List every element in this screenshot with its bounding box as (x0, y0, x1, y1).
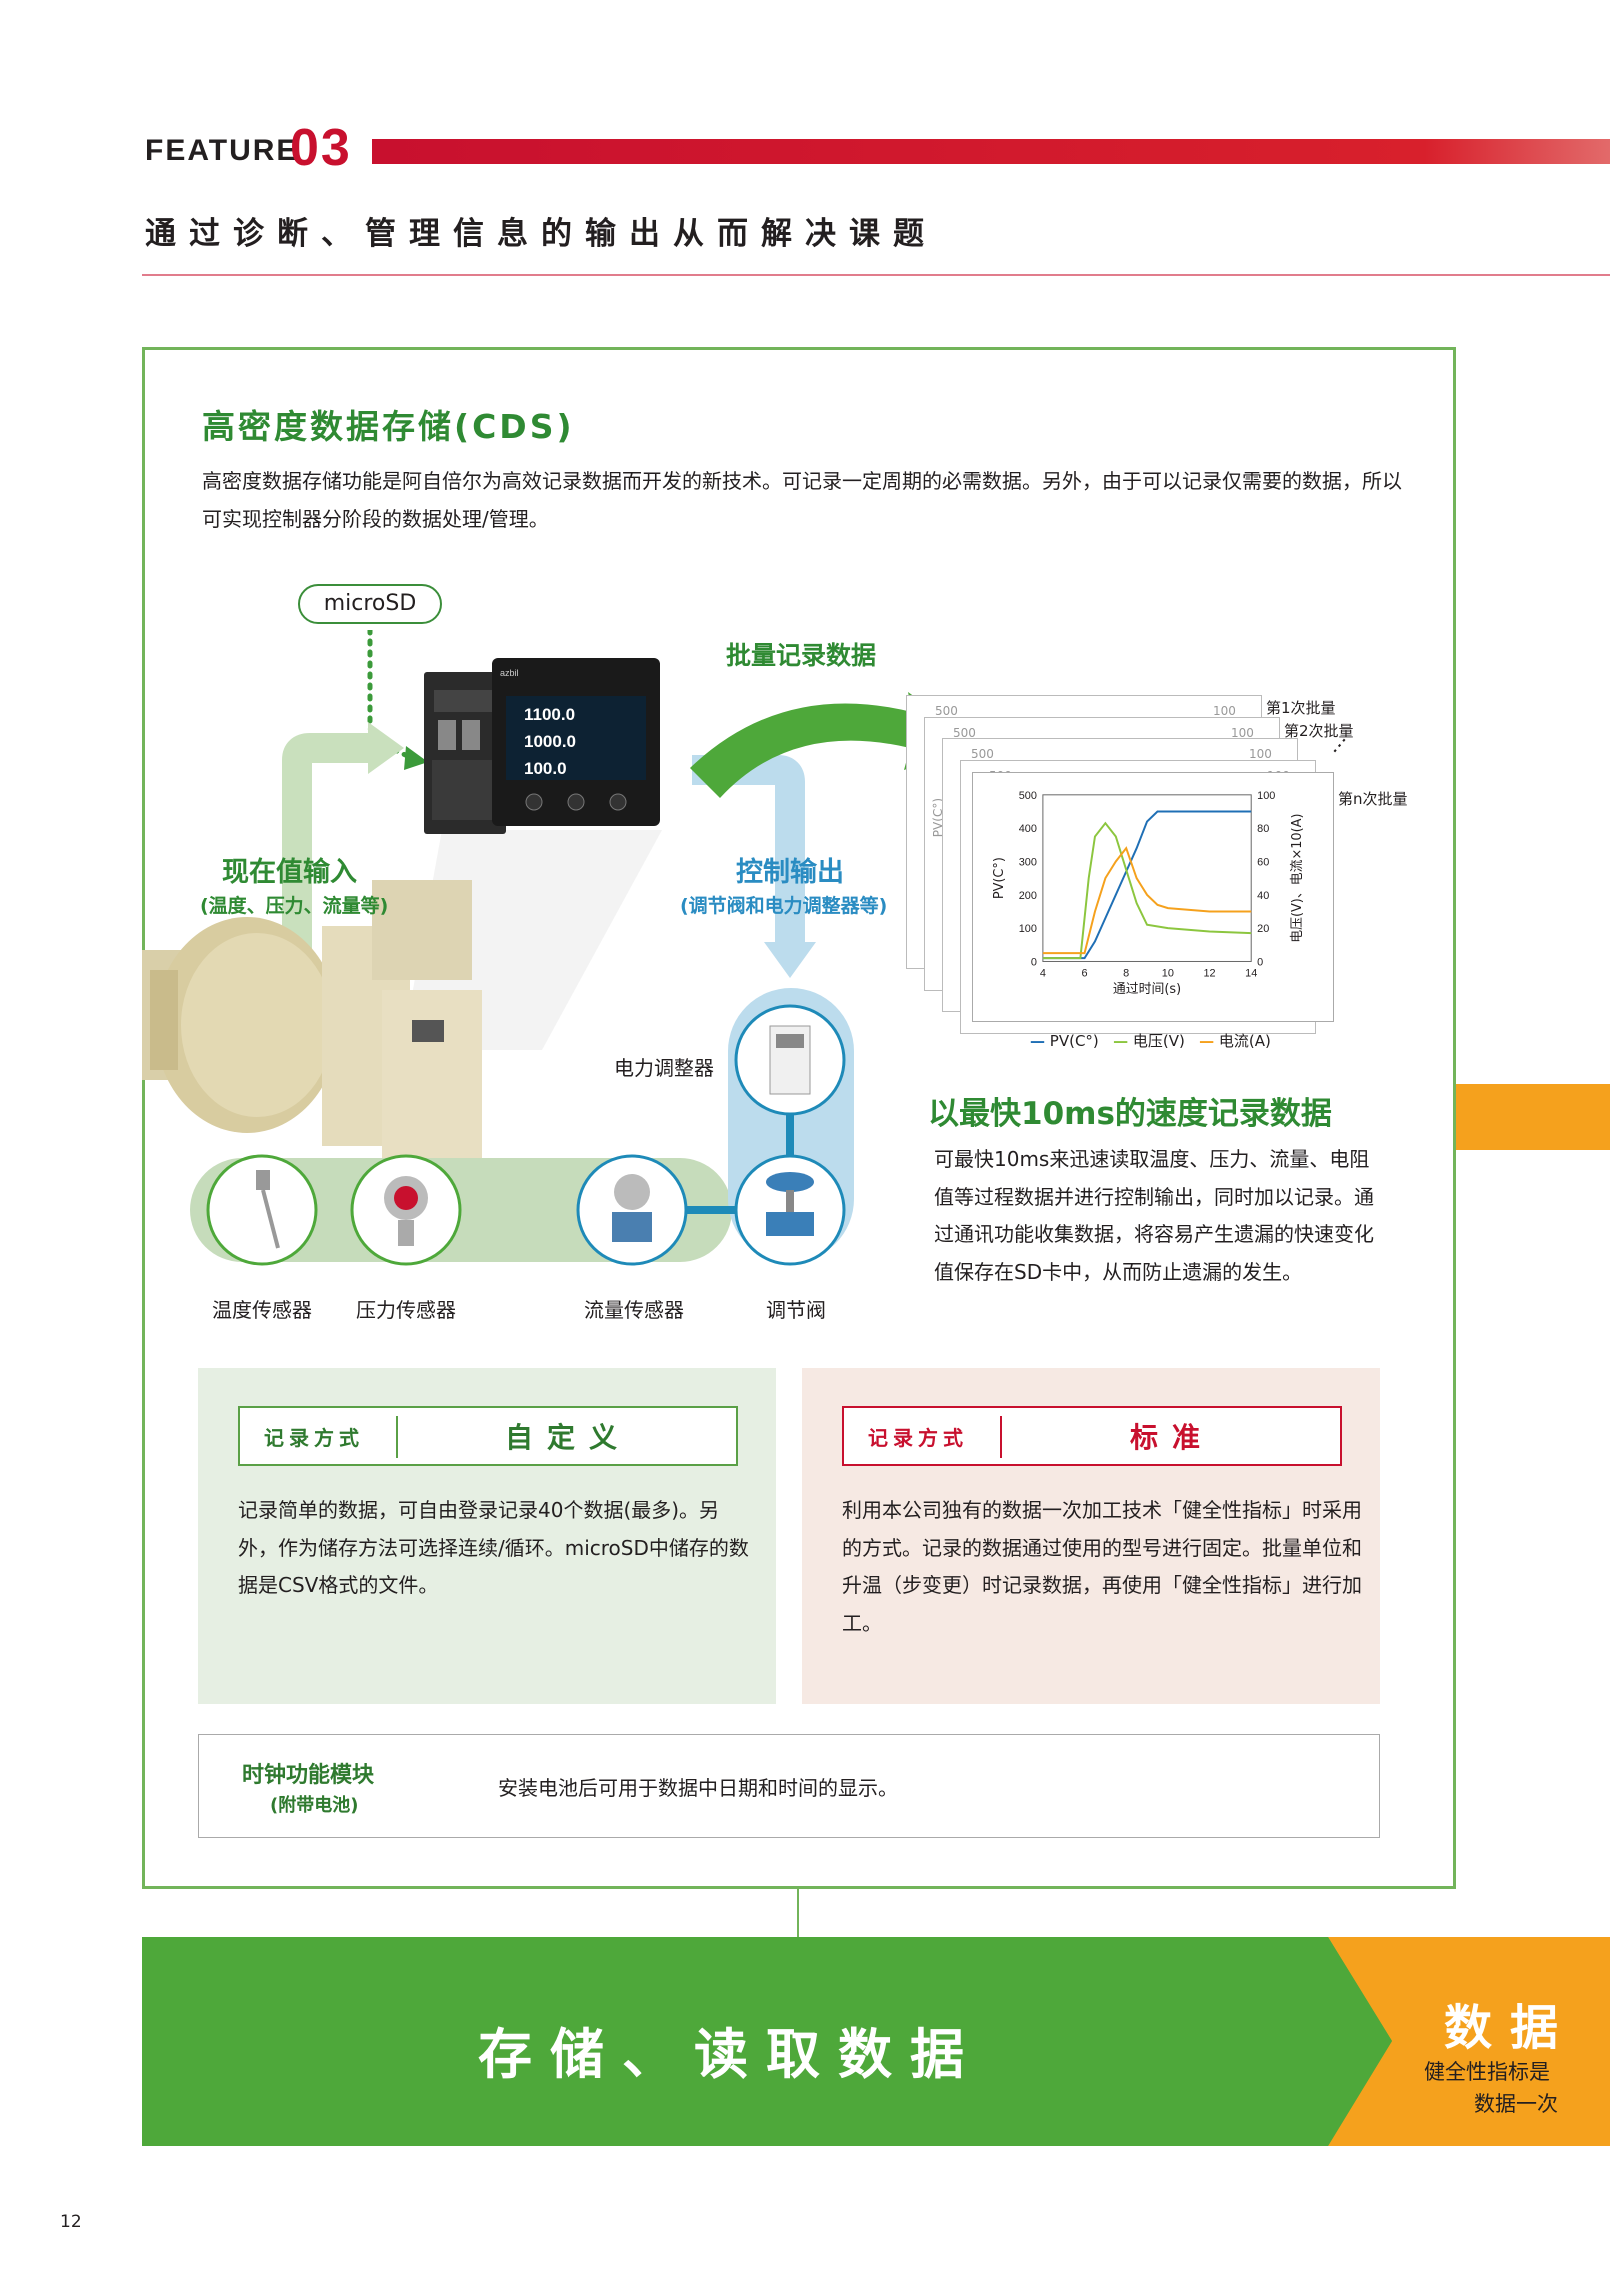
clock-module-description: 安装电池后可用于数据中日期和时间的显示。 (498, 1776, 898, 1800)
y2-tick-label: 60 (1257, 856, 1269, 868)
x-tick-label: 6 (1082, 967, 1088, 979)
cds-description: 高密度数据存储功能是阿自倍尔为高效记录数据而开发的新技术。可记录一定周期的必需数… (202, 469, 1402, 531)
control-valve-icon (734, 1154, 846, 1266)
custom-method-panel: 记录方式 自定义 记录简单的数据，可自由登录记录40个数据(最多)。另外，作为储… (198, 1368, 776, 1704)
legend-voltage: 电压(V) (1132, 1032, 1185, 1050)
microsd-label: microSD (298, 584, 442, 624)
controller-unit: azbil 1100.0 1000.0 100.0 (424, 658, 660, 834)
controller-brand: azbil (500, 668, 519, 678)
banner-right-line-2: 数据一次 (1474, 2092, 1558, 2116)
standard-method-text: 利用本公司独有的数据一次加工技术「健全性指标」时采用的方式。记录的数据通过使用的… (842, 1498, 1362, 1635)
sheet-tick: 100 (1249, 747, 1272, 761)
cds-title: 高密度数据存储(CDS) (202, 407, 575, 446)
series-line-0 (1042, 810, 1252, 960)
batch-n-label: 第n次批量 (1338, 790, 1408, 808)
temperature-sensor-icon (206, 1154, 318, 1266)
banner-right-title: 数据 (1444, 2000, 1577, 2056)
furnace-equipment (142, 880, 482, 1170)
batch-record-title: 批量记录数据 (726, 641, 877, 670)
standard-method-header: 记录方式 标准 (842, 1406, 1342, 1466)
y2-tick-label: 80 (1257, 823, 1269, 835)
y-tick-label: 300 (1019, 856, 1037, 868)
control-output-title: 控制输出 (736, 857, 844, 888)
banner-right-line-1: 健全性指标是 (1424, 2060, 1550, 2084)
x-tick-label: 10 (1162, 967, 1174, 979)
control-output-subtitle: (调节阀和电力调整器等) (680, 895, 888, 917)
legend-swatch-current: — (1199, 1032, 1215, 1050)
banner-title: 存储、读取数据 (478, 2023, 982, 2086)
bottom-banner (142, 1937, 1610, 2146)
y2-tick-label: 100 (1257, 790, 1275, 802)
clock-module-box (198, 1734, 1380, 1838)
sheet-tick: 100 (1213, 704, 1236, 718)
fast-record-description: 可最快10ms来迅速读取温度、压力、流量、电阻值等过程数据并进行控制输出，同时加… (934, 1147, 1374, 1284)
method-value: 标准 (1129, 1421, 1214, 1454)
sheet-tick: 500 (971, 747, 994, 761)
fast-record-title: 以最快10ms的速度记录数据 (928, 1096, 1332, 1132)
method-value: 自定义 (504, 1421, 631, 1454)
pv-input-subtitle: (温度、压力、流量等) (200, 895, 389, 917)
y-tick-label: 0 (1031, 956, 1037, 968)
power-regulator-label: 电力调整器 (614, 1056, 714, 1080)
controller-reading-1: 1100.0 (524, 705, 575, 724)
control-output-arrow (692, 755, 816, 978)
x-tick-label: 8 (1123, 967, 1129, 979)
page-number: 12 (60, 2212, 82, 2232)
standard-method-panel: 记录方式 标准 利用本公司独有的数据一次加工技术「健全性指标」时采用的方式。记录… (802, 1368, 1380, 1704)
legend-pv: PV(C°) (1049, 1032, 1099, 1050)
method-divider (396, 1416, 398, 1458)
temperature-sensor-label: 温度传感器 (212, 1298, 312, 1322)
y-tick-label: 500 (1019, 790, 1037, 802)
feature-number: 03 (290, 119, 352, 177)
custom-method-header: 记录方式 自定义 (238, 1406, 738, 1466)
x-axis-label: 通过时间(s) (1113, 982, 1181, 997)
y-tick-label: 400 (1019, 823, 1037, 835)
page-title: 通过诊断、管理信息的输出从而解决课题 (145, 216, 937, 252)
y2-tick-label: 0 (1257, 956, 1263, 968)
power-regulator-icon (734, 1004, 846, 1116)
feature-label: FEATURE (145, 134, 299, 167)
batch-chart: 0 100 200 300 400 500 0 20 40 60 80 100 4 6 8 10 12 14 通过时… (972, 772, 1334, 1022)
pv-input-arrow (282, 722, 404, 1030)
y2-axis-label: 电压(V)、电流×10(A) (1290, 814, 1305, 943)
series-line-2 (1042, 846, 1252, 955)
clock-module-title: 时钟功能模块 (242, 1763, 375, 1788)
header-red-bar (372, 139, 1610, 164)
legend-swatch-voltage: — (1113, 1032, 1129, 1050)
pv-input-title: 现在值输入 (222, 857, 357, 888)
y2-tick-label: 20 (1257, 923, 1269, 935)
series-line-1 (1042, 821, 1252, 960)
x-tick-label: 4 (1040, 967, 1046, 979)
x-tick-label: 14 (1245, 967, 1257, 979)
sheet-tick: 500 (935, 704, 958, 718)
y2-tick-label: 40 (1257, 890, 1269, 902)
legend-swatch-pv: — (1030, 1032, 1045, 1050)
sheet-tick: 500 (953, 726, 976, 740)
plot-frame (1042, 794, 1252, 962)
clock-module-subtitle: (附带电池) (270, 1795, 359, 1816)
method-label: 记录方式 (868, 1426, 968, 1450)
flow-sensor-icon (576, 1154, 688, 1266)
flow-sensor-label: 流量传感器 (584, 1298, 684, 1322)
y-axis-label: PV(C°) (992, 857, 1007, 899)
legend-current: 电流(A) (1218, 1032, 1271, 1050)
chart-legend: — PV(C°) — 电压(V) — 电流(A) (1030, 1030, 1271, 1051)
sheet-tick: 100 (1231, 726, 1254, 740)
pressure-sensor-label: 压力传感器 (356, 1298, 456, 1322)
controller-reading-3: 100.0 (524, 759, 567, 778)
y-tick-label: 100 (1019, 923, 1037, 935)
batch-2-label: 第2次批量 (1284, 722, 1354, 740)
custom-method-text: 记录简单的数据，可自由登录记录40个数据(最多)。另外，作为储存方法可选择连续/… (238, 1498, 749, 1597)
heading-divider (142, 274, 1610, 276)
x-tick-label: 12 (1203, 967, 1215, 979)
control-valve-label: 调节阀 (766, 1298, 826, 1322)
y-tick-label: 200 (1019, 890, 1037, 902)
pressure-sensor-icon (350, 1154, 462, 1266)
batch-1-label: 第1次批量 (1266, 699, 1336, 717)
method-divider (1000, 1416, 1002, 1458)
controller-reading-2: 1000.0 (524, 732, 576, 751)
side-tab (1456, 1084, 1610, 1150)
method-label: 记录方式 (264, 1426, 364, 1450)
connector-line (797, 1889, 799, 1937)
